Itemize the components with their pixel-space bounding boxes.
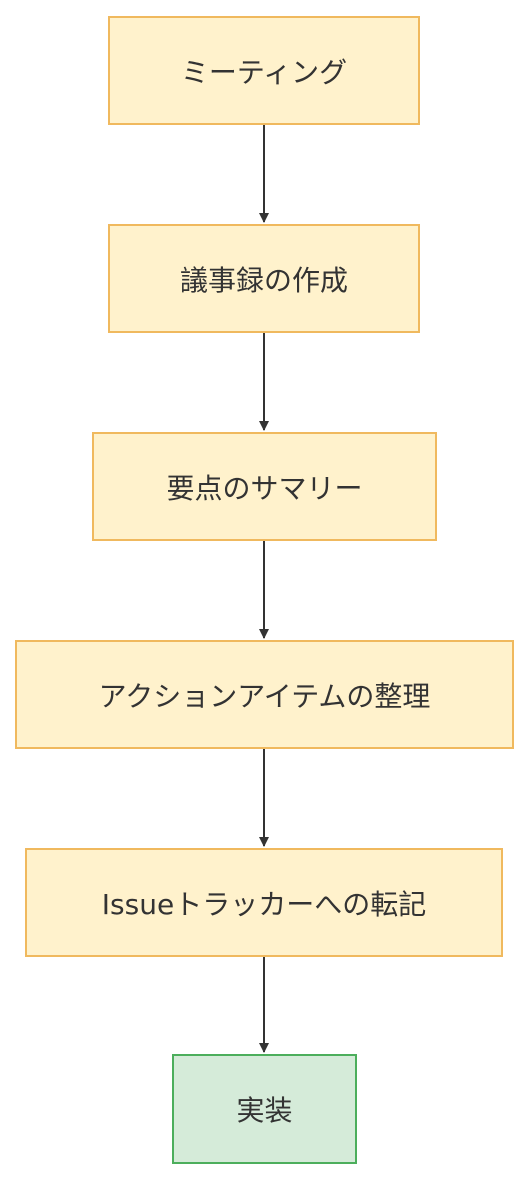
node-summary: 要点のサマリー (92, 432, 437, 541)
node-implementation: 実装 (172, 1054, 357, 1164)
node-label: アクションアイテムの整理 (98, 679, 431, 713)
node-label: ミーティング (180, 55, 348, 89)
node-meeting: ミーティング (108, 16, 420, 125)
node-issue-tracker: Issueトラッカーへの転記 (25, 848, 503, 957)
node-label: 要点のサマリー (166, 471, 363, 505)
node-create-minutes: 議事録の作成 (108, 224, 420, 333)
node-label: 実装 (236, 1094, 293, 1127)
node-label: Issueトラッカーへの転記 (101, 887, 427, 921)
node-label: 議事録の作成 (179, 263, 348, 297)
node-action-items: アクションアイテムの整理 (15, 640, 514, 749)
